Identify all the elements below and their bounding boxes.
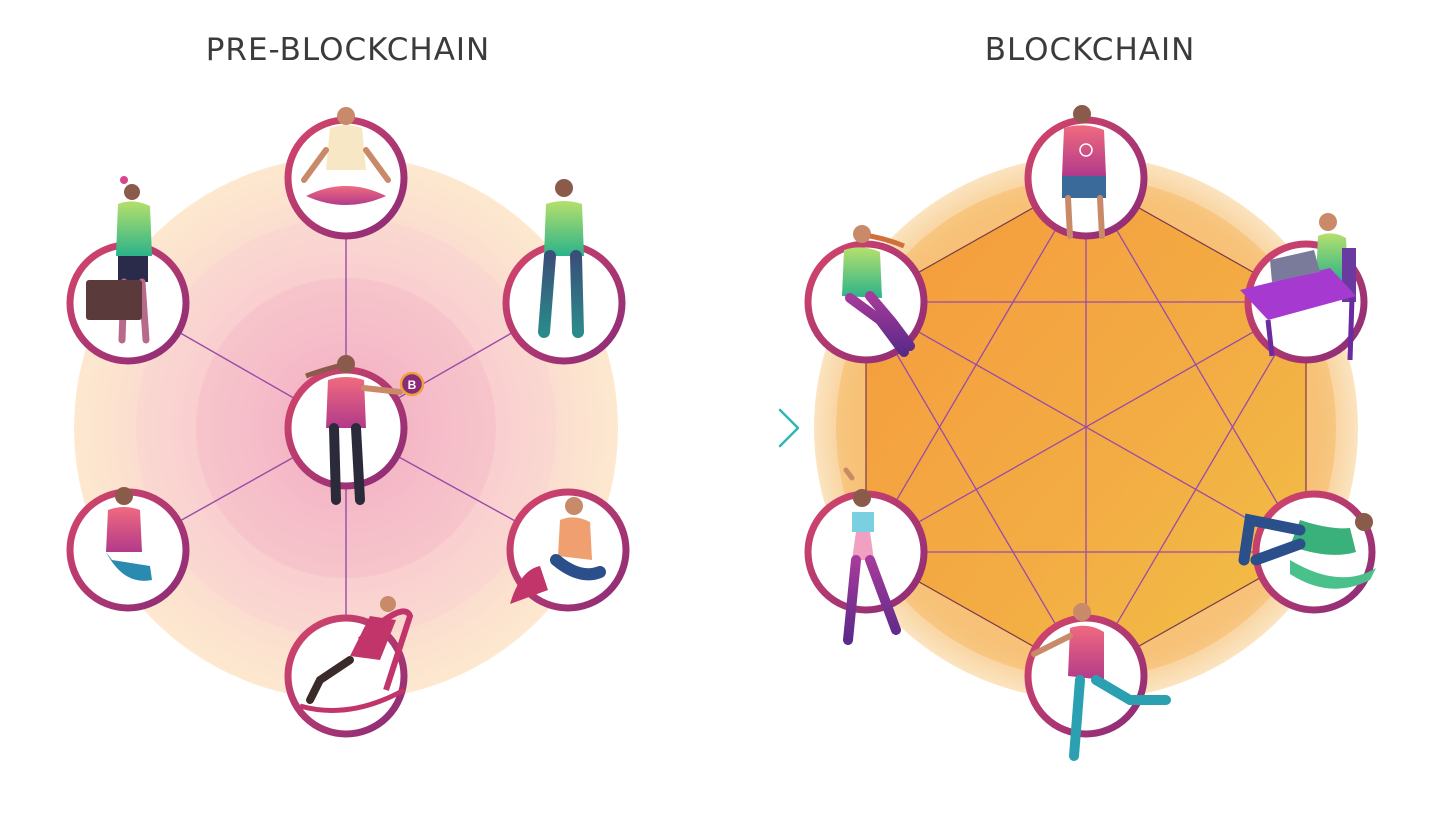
- bitcoin-coin-icon: B: [401, 373, 423, 395]
- node-ring-upper-right: [506, 245, 622, 361]
- pre-blockchain-panel: B: [70, 107, 626, 734]
- coin-symbol: B: [408, 378, 417, 392]
- blockchain-panel: [808, 105, 1376, 756]
